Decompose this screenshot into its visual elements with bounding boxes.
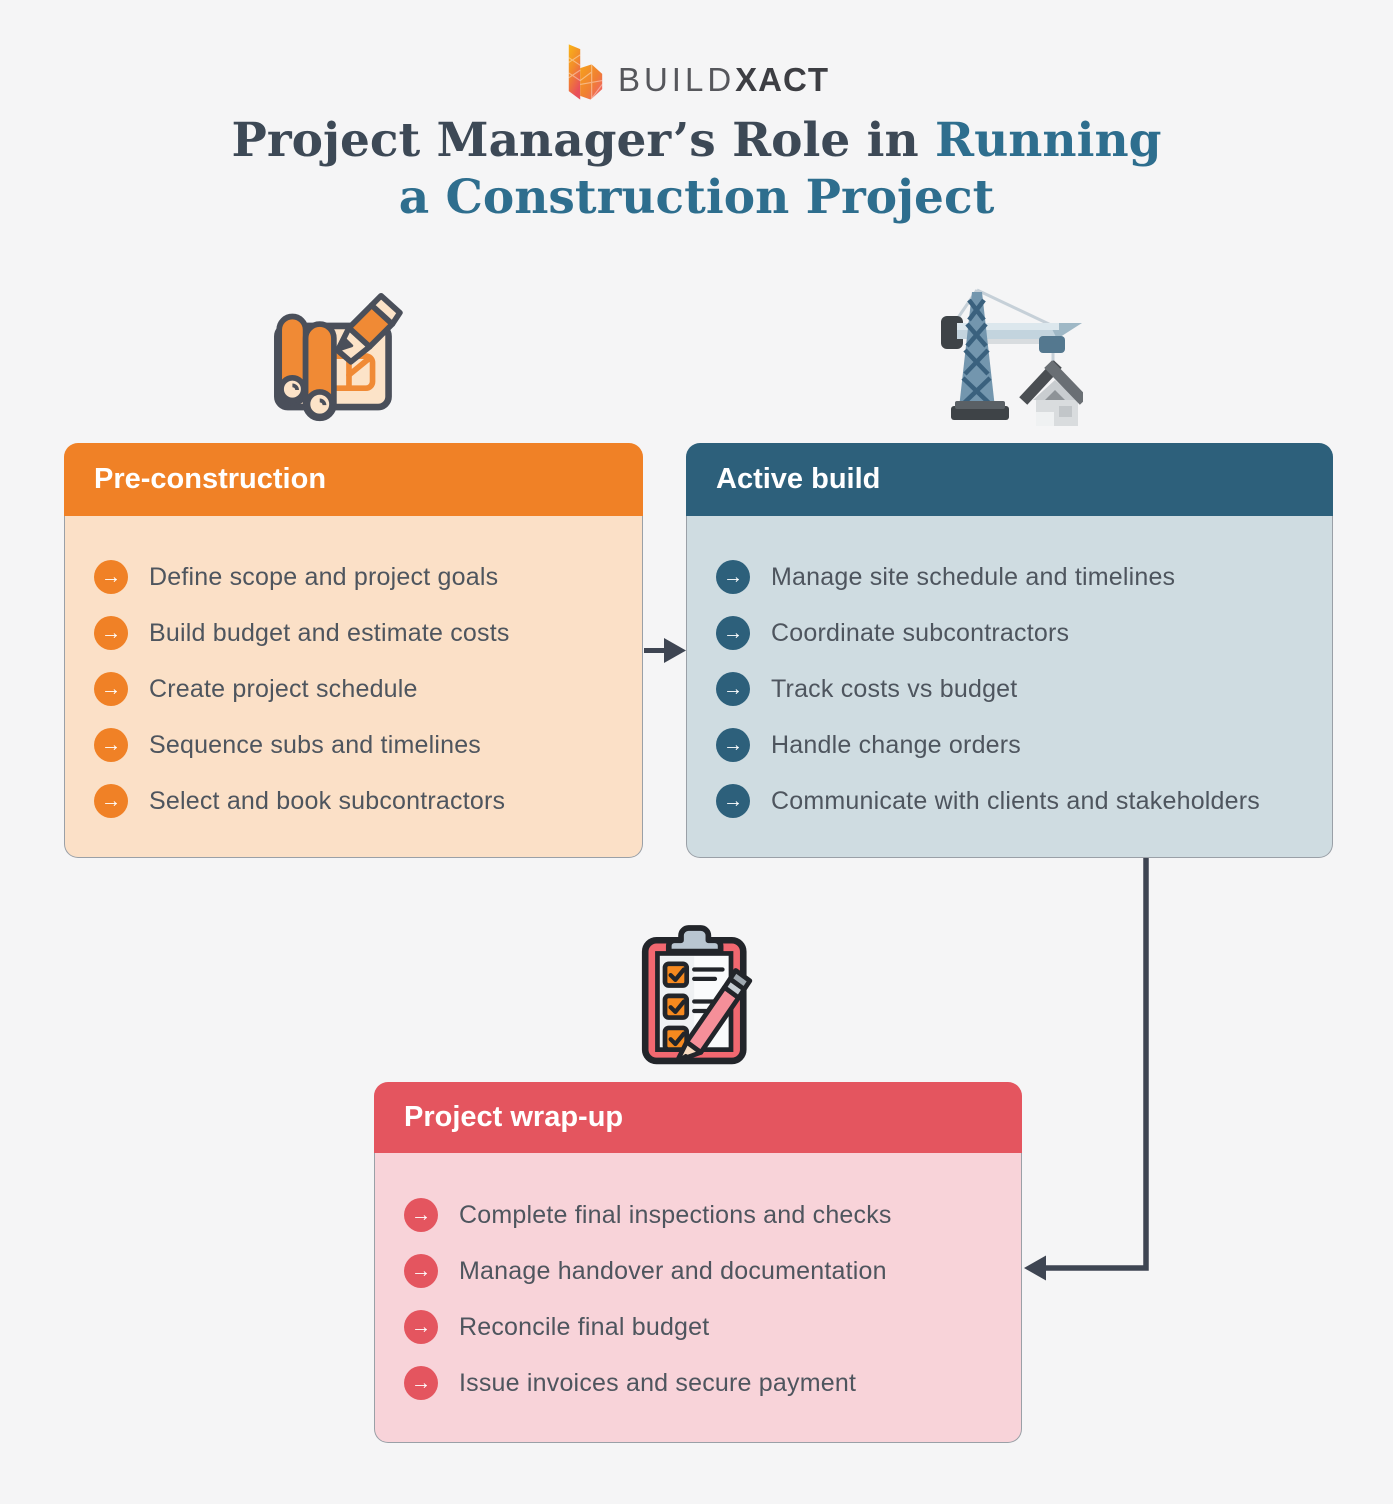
pre-construction-body: → Define scope and project goals → Build…: [64, 516, 643, 858]
item-text: Sequence subs and timelines: [149, 730, 481, 759]
item-text: Manage site schedule and timelines: [771, 562, 1176, 591]
item-text: Create project schedule: [149, 674, 418, 703]
arrow-bullet-icon: →: [94, 616, 128, 650]
list-item: → Communicate with clients and stakehold…: [716, 773, 1332, 829]
item-text: Reconcile final budget: [459, 1312, 710, 1341]
brand-xact-text: XACT: [735, 60, 830, 98]
buildxact-b-logo-icon: [568, 44, 603, 101]
list-item: → Define scope and project goals: [94, 549, 642, 605]
title-line2: a Construction Project: [398, 170, 995, 225]
active-build-items: → Manage site schedule and timelines → C…: [687, 516, 1332, 829]
pre-construction-box: Pre-construction → Define scope and proj…: [64, 443, 643, 858]
checklist-clipboard-icon: [641, 925, 753, 1065]
list-item: → Coordinate subcontractors: [716, 605, 1332, 661]
item-text: Manage handover and documentation: [459, 1256, 887, 1285]
title-line1-dark: Project Manager’s Role in: [231, 113, 936, 168]
list-item: → Manage handover and documentation: [404, 1243, 1021, 1299]
item-text: Track costs vs budget: [771, 674, 1018, 703]
page-title: Project Manager’s Role in Running a Cons…: [0, 112, 1393, 226]
arrow-bullet-icon: →: [716, 784, 750, 818]
blueprint-pencil-icon: [274, 292, 403, 422]
list-item: → Select and book subcontractors: [94, 773, 642, 829]
item-text: Complete final inspections and checks: [459, 1200, 892, 1229]
item-text: Communicate with clients and stakeholder…: [771, 786, 1260, 815]
project-wrap-up-body: → Complete final inspections and checks …: [374, 1153, 1022, 1443]
arrow-bullet-icon: →: [404, 1310, 438, 1344]
title-line1: Project Manager’s Role in Running: [0, 112, 1393, 169]
arrow-bullet-icon: →: [94, 784, 128, 818]
item-text: Handle change orders: [771, 730, 1021, 759]
arrow-bullet-icon: →: [404, 1198, 438, 1232]
construction-crane-icon: [941, 288, 1083, 426]
active-build-box: Active build → Manage site schedule and …: [686, 443, 1333, 858]
list-item: → Track costs vs budget: [716, 661, 1332, 717]
brand-wordmark: BUILDXACT: [618, 49, 829, 96]
arrow-bullet-icon: →: [716, 728, 750, 762]
pre-construction-title: Pre-construction: [94, 463, 327, 495]
pre-construction-header: Pre-construction: [64, 443, 643, 516]
brand-build-text: BUILD: [617, 60, 736, 98]
connector-pre-to-active: [644, 638, 686, 663]
arrow-bullet-icon: →: [404, 1254, 438, 1288]
project-wrap-up-items: → Complete final inspections and checks …: [375, 1154, 1021, 1411]
active-build-body: → Manage site schedule and timelines → C…: [686, 516, 1333, 858]
list-item: → Issue invoices and secure payment: [404, 1355, 1021, 1411]
arrow-bullet-icon: →: [716, 560, 750, 594]
item-text: Define scope and project goals: [149, 562, 499, 591]
project-wrap-up-title: Project wrap-up: [404, 1101, 624, 1133]
list-item: → Manage site schedule and timelines: [716, 549, 1332, 605]
list-item: → Build budget and estimate costs: [94, 605, 642, 661]
item-text: Select and book subcontractors: [149, 786, 506, 815]
item-text: Build budget and estimate costs: [149, 618, 510, 647]
item-text: Issue invoices and secure payment: [459, 1368, 857, 1397]
arrow-bullet-icon: →: [94, 560, 128, 594]
list-item: → Complete final inspections and checks: [404, 1187, 1021, 1243]
list-item: → Reconcile final budget: [404, 1299, 1021, 1355]
brand-logo: BUILDXACT: [0, 42, 1393, 102]
list-item: → Handle change orders: [716, 717, 1332, 773]
title-line1-accent: Running: [935, 113, 1162, 168]
arrow-bullet-icon: →: [94, 728, 128, 762]
project-wrap-up-box: Project wrap-up → Complete final inspect…: [374, 1082, 1022, 1443]
connector-active-to-wrap: [1024, 856, 1149, 1281]
list-item: → Sequence subs and timelines: [94, 717, 642, 773]
active-build-title: Active build: [716, 463, 881, 495]
list-item: → Create project schedule: [94, 661, 642, 717]
arrow-bullet-icon: →: [404, 1366, 438, 1400]
pre-construction-items: → Define scope and project goals → Build…: [65, 516, 642, 829]
active-build-header: Active build: [686, 443, 1333, 516]
item-text: Coordinate subcontractors: [771, 618, 1070, 647]
arrow-bullet-icon: →: [716, 672, 750, 706]
arrow-bullet-icon: →: [716, 616, 750, 650]
arrow-bullet-icon: →: [94, 672, 128, 706]
project-wrap-up-header: Project wrap-up: [374, 1082, 1022, 1153]
